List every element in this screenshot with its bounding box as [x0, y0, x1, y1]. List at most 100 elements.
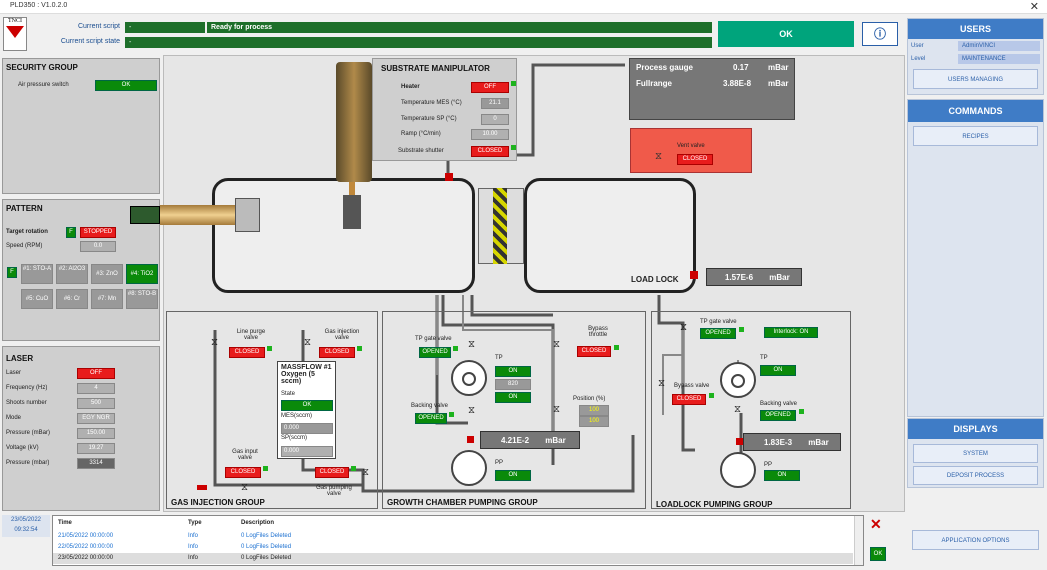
gas-injection-valve-icon[interactable]: ⧖	[304, 337, 312, 348]
growth-pp-value[interactable]: ON	[495, 470, 531, 481]
target-8[interactable]: #8: STO-B	[126, 289, 158, 309]
laser-value[interactable]: OFF	[77, 368, 115, 379]
growth-tp-v1[interactable]: ON	[495, 366, 531, 377]
current-state-label: Current script state	[60, 38, 120, 45]
growth-pressure-unit: mBar	[545, 436, 566, 445]
ll-tp-value[interactable]: ON	[760, 365, 796, 376]
ll-gauge-sensor-icon	[736, 438, 743, 445]
growth-pp-label: PP	[495, 460, 504, 466]
log-row-1-type: Info	[188, 533, 199, 539]
ll-tp-gate-label: TP gate valve	[700, 319, 737, 325]
gas-pumping-valve-icon[interactable]: ⧖	[362, 467, 370, 478]
status-text: Ready for process	[207, 22, 712, 33]
gas-pumping-label: Gas pumping valve	[316, 485, 352, 497]
position-v2[interactable]: 100	[579, 416, 609, 427]
growth-tp-gate-label: TP gate valve	[415, 336, 452, 342]
rotation-flag[interactable]: F	[66, 227, 76, 238]
line-purge-valve-icon[interactable]: ⧖	[211, 337, 219, 348]
loadlock-pressure-value: 1.57E-6	[725, 273, 754, 282]
gas-inlet-icon	[197, 485, 207, 490]
process-gauge-label: Process gauge	[636, 63, 693, 72]
title-bar: PLD350 : V1.0.2.0 ✕	[0, 0, 1047, 14]
log-scrollbar[interactable]	[854, 516, 863, 565]
ll-backing-status-icon	[799, 409, 804, 414]
users-title: USERS	[908, 19, 1043, 39]
position-label: Position (%)	[573, 396, 606, 402]
primary-pump-icon	[451, 450, 487, 486]
target-6[interactable]: #6: Cr	[56, 289, 88, 309]
vent-valve-value[interactable]: CLOSED	[677, 154, 713, 165]
log-time: 09:32:54	[14, 527, 38, 533]
bypass-throttle-valve-icon[interactable]: ⧖	[553, 339, 561, 350]
ll-bypass-label: Bypass valve	[674, 383, 710, 389]
gas-injection-value[interactable]: CLOSED	[319, 347, 355, 358]
line-purge-label: Line purge valve	[236, 329, 266, 341]
log-row-1-desc: 0 LogFiles Deleted	[241, 533, 292, 539]
ll-tp-gate-value[interactable]: OPENED	[700, 328, 736, 339]
rotation-value: STOPPED	[80, 227, 116, 238]
pattern-flag[interactable]: F	[7, 267, 17, 278]
gas-pumping-value[interactable]: CLOSED	[315, 467, 349, 478]
info-button[interactable]: ⓘ	[862, 22, 898, 46]
laser-title: LASER	[6, 354, 34, 363]
heater-value[interactable]: OFF	[471, 82, 509, 93]
growth-backing-valve-icon[interactable]: ⧖	[468, 405, 476, 416]
info-icon: ⓘ	[873, 27, 886, 41]
ll-tp-gate-valve-icon[interactable]: ⧖	[680, 322, 688, 333]
process-gauge-panel: Process gauge 0.17 mBar Fullrange 3.88E-…	[629, 58, 795, 120]
ramp-value[interactable]: 10.00	[471, 129, 509, 140]
shutter-value[interactable]: CLOSED	[471, 146, 509, 157]
growth-backing-value[interactable]: OPENED	[415, 413, 447, 424]
massflow-state-value: OK	[281, 400, 333, 411]
temp-sp-value[interactable]: 0	[481, 114, 509, 125]
ll-backing-valve-icon[interactable]: ⧖	[734, 404, 742, 415]
deposit-process-button[interactable]: DEPOSIT PROCESS	[913, 466, 1038, 485]
close-icon[interactable]: ✕	[1029, 1, 1039, 13]
log-table[interactable]: Time Type Description 21/05/2022 00:00:0…	[52, 515, 864, 566]
line-purge-value[interactable]: CLOSED	[229, 347, 265, 358]
laser-label: Laser	[6, 370, 22, 376]
target-2[interactable]: #2: Al2O3	[56, 264, 88, 284]
pressure2-value: 3314	[77, 458, 115, 469]
target-3[interactable]: #3: ZnO	[91, 264, 123, 284]
growth-pressure-value: 4.21E-2	[501, 436, 530, 445]
throttle-valve-icon[interactable]: ⧖	[553, 404, 561, 415]
gas-input-value[interactable]: CLOSED	[225, 467, 261, 478]
interlock-value: Interlock: ON	[764, 327, 818, 338]
turbo-pump-icon	[451, 360, 487, 396]
target-5[interactable]: #5: CuO	[21, 289, 53, 309]
growth-pumping-group: GROWTH CHAMBER PUMPING GROUP TP gate val…	[382, 311, 646, 509]
system-button[interactable]: SYSTEM	[913, 444, 1038, 463]
application-options-button[interactable]: APPLICATION OPTIONS	[912, 530, 1039, 550]
ll-backing-value[interactable]: OPENED	[760, 410, 796, 421]
growth-pressure-box: 4.21E-2 mBar	[480, 431, 580, 449]
gas-injection-status-icon	[357, 346, 362, 351]
users-managing-button[interactable]: USERS MANAGING	[913, 69, 1038, 89]
clear-log-icon[interactable]: ✕	[870, 516, 882, 532]
displays-title: DISPLAYS	[908, 419, 1043, 439]
ll-bypass-value[interactable]: CLOSED	[672, 394, 706, 405]
growth-backing-label: Backing valve	[411, 403, 449, 409]
log-row-2-desc: 0 LogFiles Deleted	[241, 544, 292, 550]
vent-valve-icon[interactable]: ⧖	[655, 151, 663, 162]
sp-label: SP(sccm)	[281, 435, 307, 441]
log-ok-button[interactable]: OK	[870, 547, 886, 561]
ll-primary-pump-icon	[720, 452, 756, 488]
sp-value[interactable]: 0.000	[281, 446, 333, 457]
ok-button[interactable]: OK	[718, 21, 854, 47]
target-1[interactable]: #1: STO-A	[21, 264, 53, 284]
ll-bypass-valve-icon[interactable]: ⧖	[658, 378, 666, 389]
bypass-throttle-value[interactable]: CLOSED	[577, 346, 611, 357]
loadlock-sensor-icon	[690, 271, 698, 279]
log-row-3-type: Info	[188, 555, 199, 561]
log-row-2-type: Info	[188, 544, 199, 550]
target-4[interactable]: #4: TiO2	[126, 264, 158, 284]
gas-input-valve-icon[interactable]: ⧖	[241, 482, 249, 493]
target-holder-icon	[235, 198, 260, 232]
recipes-button[interactable]: RECIPES	[913, 126, 1038, 146]
ll-pp-value[interactable]: ON	[764, 470, 800, 481]
growth-tp-gate-valve-icon[interactable]: ⧖	[468, 339, 476, 350]
substrate-manipulator-icon	[336, 62, 372, 182]
growth-tp-gate-value[interactable]: OPENED	[419, 347, 451, 358]
target-7[interactable]: #7: Mn	[91, 289, 123, 309]
